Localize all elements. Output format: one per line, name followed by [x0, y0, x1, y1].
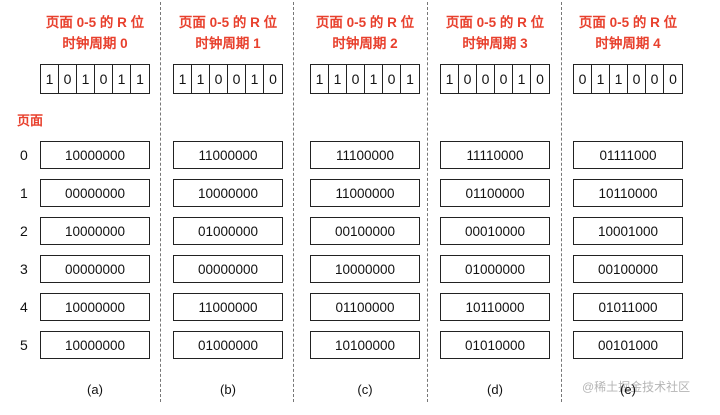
header-line-clock-tick: 时钟周期 1: [195, 36, 261, 51]
r-bit-cell: 1: [610, 65, 628, 93]
r-bit-cell: 0: [495, 65, 513, 93]
header-line-r-bits: 页面 0-5 的 R 位: [45, 15, 145, 30]
header-line-r-bits: 页面 0-5 的 R 位: [578, 15, 678, 30]
page-counter-box: 00000000: [40, 255, 150, 283]
column-header: 页面 0-5 的 R 位时钟周期 3: [425, 12, 565, 54]
r-bit-cell: 1: [592, 65, 610, 93]
r-bit-cell: 0: [210, 65, 228, 93]
column-divider: [293, 2, 294, 402]
r-bit-cell: 1: [311, 65, 329, 93]
page-number-label: 4: [20, 299, 28, 315]
page-counter-box: 00000000: [173, 255, 283, 283]
page-counter-box: 00101000: [573, 331, 683, 359]
page-counter-box: 11000000: [173, 293, 283, 321]
r-bit-cell: 1: [192, 65, 210, 93]
header-line-clock-tick: 时钟周期 2: [332, 36, 398, 51]
page-counter-box: 00000000: [40, 179, 150, 207]
page-counter-box: 00010000: [440, 217, 550, 245]
r-bit-cell: 1: [365, 65, 383, 93]
page-counter-box: 10000000: [310, 255, 420, 283]
header-line-clock-tick: 时钟周期 0: [62, 36, 128, 51]
column-header: 页面 0-5 的 R 位时钟周期 4: [558, 12, 698, 54]
r-bit-cell: 0: [59, 65, 77, 93]
r-bit-cell: 1: [113, 65, 131, 93]
r-bit-cell: 0: [269, 71, 277, 87]
column-header: 页面 0-5 的 R 位时钟周期 0: [25, 12, 165, 54]
page-counter-box: 00100000: [573, 255, 683, 283]
page-counter-box: 11000000: [173, 141, 283, 169]
page-counter-box: 11000000: [310, 179, 420, 207]
r-bit-cell: 0: [477, 65, 495, 93]
r-bit-cell: 0: [646, 65, 664, 93]
subfigure-label: (c): [357, 382, 373, 397]
page-counter-box: 01000000: [173, 217, 283, 245]
page-number-label: 3: [20, 261, 28, 277]
page-counter-box: 10100000: [310, 331, 420, 359]
column-header: 页面 0-5 的 R 位时钟周期 2: [295, 12, 435, 54]
column-header: 页面 0-5 的 R 位时钟周期 1: [158, 12, 298, 54]
page-counter-box: 10000000: [40, 331, 150, 359]
page-counter-box: 01000000: [440, 255, 550, 283]
r-bit-cell: 1: [329, 65, 347, 93]
r-bit-cell: 1: [136, 71, 144, 87]
subfigure-label: (d): [487, 382, 503, 397]
column-divider: [561, 2, 562, 402]
page-number-label: 2: [20, 223, 28, 239]
header-line-r-bits: 页面 0-5 的 R 位: [445, 15, 545, 30]
page-number-label: 0: [20, 147, 28, 163]
page-axis-label: 页面: [17, 113, 44, 128]
r-bit-cell: 0: [228, 65, 246, 93]
page-counter-box: 10000000: [40, 293, 150, 321]
header-line-clock-tick: 时钟周期 4: [595, 36, 661, 51]
page-counter-box: 10000000: [40, 141, 150, 169]
column-divider: [160, 2, 161, 402]
subfigure-label: (a): [87, 382, 103, 397]
page-number-label: 1: [20, 185, 28, 201]
header-line-r-bits: 页面 0-5 的 R 位: [315, 15, 415, 30]
page-counter-box: 01100000: [310, 293, 420, 321]
column-divider: [427, 2, 428, 402]
page-counter-box: 11100000: [310, 141, 420, 169]
r-bit-cell: 1: [406, 71, 414, 87]
page-counter-box: 10000000: [173, 179, 283, 207]
header-line-r-bits: 页面 0-5 的 R 位: [178, 15, 278, 30]
r-bit-cell: 1: [174, 65, 192, 93]
r-bit-cell: 1: [41, 65, 59, 93]
r-bit-cell: 0: [459, 65, 477, 93]
r-bit-cell: 1: [246, 65, 264, 93]
page-counter-box: 11110000: [440, 141, 550, 169]
r-bit-cell: 1: [77, 65, 95, 93]
page-counter-box: 01111000: [573, 141, 683, 169]
page-counter-box: 01000000: [173, 331, 283, 359]
page-counter-box: 01011000: [573, 293, 683, 321]
r-bit-cell: 0: [95, 65, 113, 93]
r-bit-cell: 0: [347, 65, 365, 93]
page-counter-box: 01010000: [440, 331, 550, 359]
page-counter-box: 01100000: [440, 179, 550, 207]
subfigure-label: (b): [220, 382, 236, 397]
r-bit-cell: 0: [669, 71, 677, 87]
page-counter-box: 10110000: [440, 293, 550, 321]
page-number-label: 5: [20, 337, 28, 353]
r-bit-cell: 1: [441, 65, 459, 93]
r-bit-cell: 0: [383, 65, 401, 93]
r-bit-cell: 0: [574, 65, 592, 93]
page-counter-box: 00100000: [310, 217, 420, 245]
watermark: @稀土掘金技术社区: [582, 380, 691, 394]
header-line-clock-tick: 时钟周期 3: [462, 36, 528, 51]
r-bit-cell: 0: [536, 71, 544, 87]
r-bit-cell: 0: [628, 65, 646, 93]
page-counter-box: 10001000: [573, 217, 683, 245]
subfigure-label: (e): [620, 382, 636, 397]
page-counter-box: 10000000: [40, 217, 150, 245]
r-bit-cell: 1: [513, 65, 531, 93]
page-counter-box: 10110000: [573, 179, 683, 207]
